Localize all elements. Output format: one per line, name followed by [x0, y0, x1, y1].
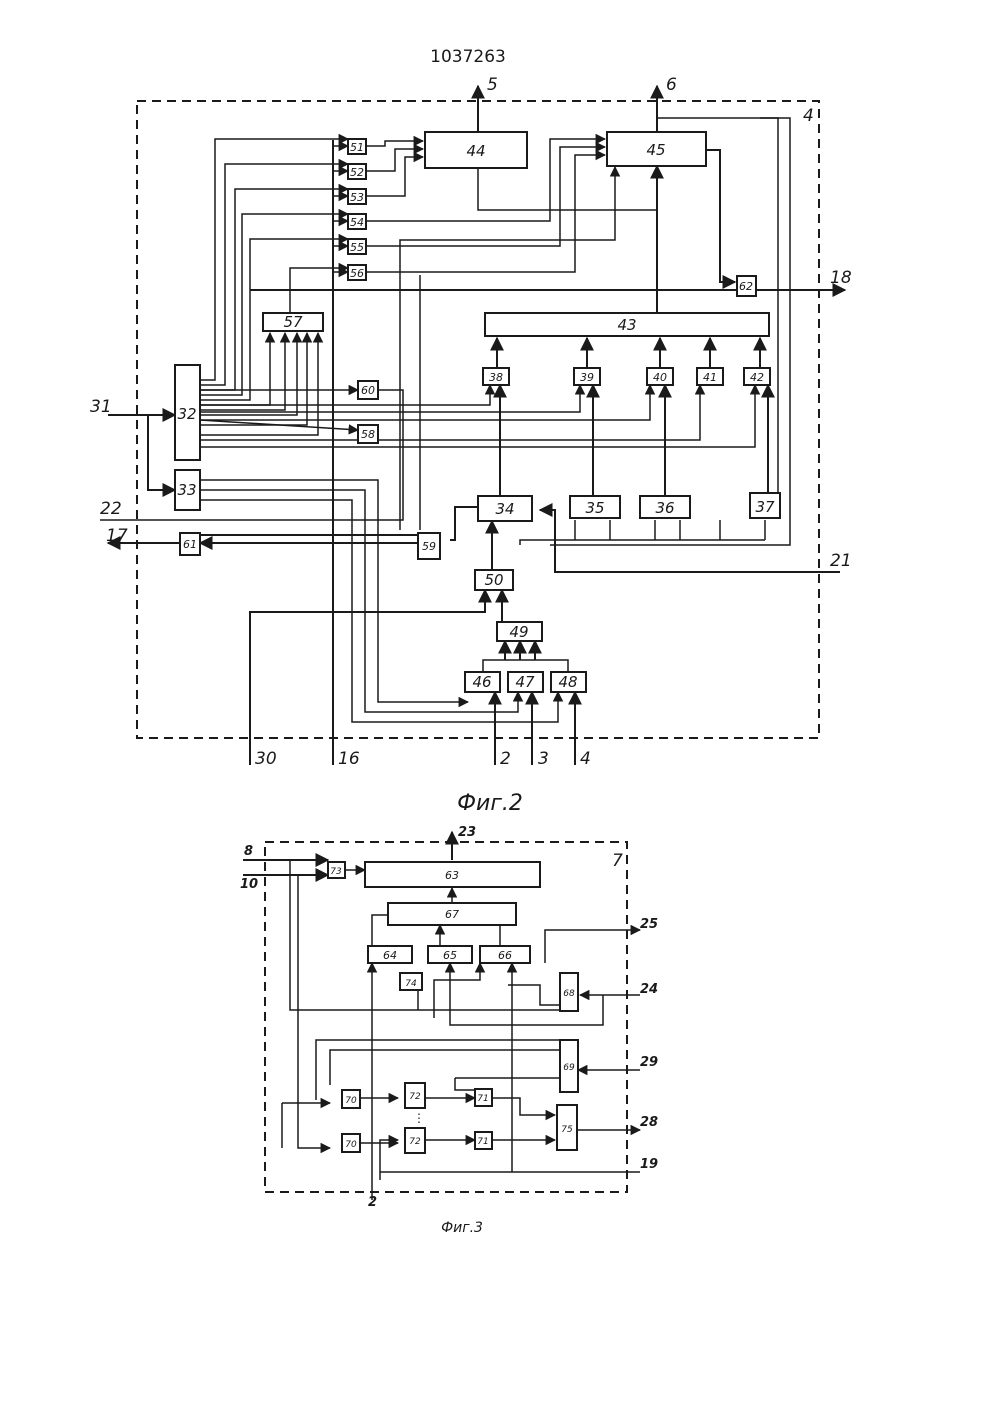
- terminal-22: 22: [100, 499, 122, 519]
- block-49-label: 49: [509, 623, 528, 641]
- block-41-label: 41: [703, 371, 717, 384]
- block-35-label: 35: [585, 499, 604, 517]
- block-52-label: 52: [350, 166, 364, 179]
- block-38-label: 38: [489, 371, 503, 384]
- terminal-19: 19: [640, 1157, 658, 1172]
- fig3-blocks: 73 63 67 64 65 66 74 68 69 75 70 70: [328, 862, 578, 1153]
- block-64-label: 64: [383, 949, 397, 962]
- block-36-label: 36: [655, 499, 674, 517]
- fig3-block-label: 7: [612, 851, 623, 871]
- terminal-29: 29: [640, 1055, 658, 1070]
- fig2-connections: [100, 86, 845, 765]
- block-68-label: 68: [563, 989, 575, 999]
- block-56-label: 56: [350, 267, 364, 280]
- block-43-label: 43: [617, 316, 636, 334]
- block-70-bottom-label: 70: [345, 1140, 357, 1150]
- block-62-label: 62: [739, 280, 753, 293]
- block-71-top-label: 71: [477, 1094, 488, 1104]
- block-46-label: 46: [472, 673, 491, 691]
- block-47-label: 47: [515, 673, 535, 691]
- fig3-caption: Фиг.3: [441, 1220, 483, 1236]
- terminal-24: 24: [640, 982, 658, 997]
- block-74-label: 74: [405, 979, 417, 989]
- fig2-caption: Фиг.2: [457, 791, 523, 816]
- terminal-21: 21: [830, 551, 852, 571]
- terminal-25: 25: [640, 917, 658, 932]
- block-63-label: 63: [445, 869, 459, 882]
- terminal-28: 28: [640, 1115, 658, 1130]
- block-69-label: 69: [563, 1063, 575, 1073]
- terminal-18: 18: [830, 268, 852, 288]
- block-32-label: 32: [177, 405, 196, 423]
- terminal-2: 2: [500, 749, 511, 769]
- block-57-label: 57: [283, 313, 303, 331]
- terminal-16: 16: [338, 749, 360, 769]
- figure-2: 4: [90, 75, 852, 816]
- block-42-label: 42: [750, 371, 764, 384]
- block-55-label: 55: [350, 241, 364, 254]
- terminal-3: 3: [538, 749, 549, 769]
- block-44-label: 44: [466, 142, 485, 160]
- block-34-label: 34: [495, 500, 514, 518]
- block-51-label: 51: [350, 141, 364, 154]
- terminal-2-fig3: 2: [368, 1195, 377, 1210]
- figure-3: 7: [240, 825, 658, 1236]
- block-33-label: 33: [177, 481, 196, 499]
- block-45-label: 45: [646, 141, 665, 159]
- fig2-terminals: 5 6 18 31 22 17 21 30 16 2 3 4: [90, 75, 852, 769]
- block-48-label: 48: [558, 673, 577, 691]
- block-75-label: 75: [561, 1125, 573, 1135]
- block-53-label: 53: [350, 191, 364, 204]
- block-72-top-label: 72: [409, 1092, 421, 1102]
- document-number: 1037263: [430, 47, 506, 67]
- block-66-label: 66: [498, 949, 512, 962]
- terminal-8: 8: [244, 844, 253, 859]
- block-58-label: 58: [361, 428, 375, 441]
- block-61-label: 61: [183, 538, 197, 551]
- block-71-bottom-label: 71: [477, 1137, 488, 1147]
- block-60-label: 60: [361, 384, 375, 397]
- block-40-label: 40: [653, 371, 667, 384]
- fig2-block-label: 4: [803, 106, 814, 126]
- block-59-label: 59: [422, 540, 436, 553]
- block-70-top-label: 70: [345, 1096, 357, 1106]
- terminal-17: 17: [106, 526, 128, 546]
- terminal-23: 23: [458, 825, 476, 840]
- block-72-bottom-label: 72: [409, 1137, 421, 1147]
- block-50-label: 50: [484, 571, 503, 589]
- ellipsis-dots: ⋮: [413, 1111, 425, 1125]
- terminal-31: 31: [90, 397, 112, 417]
- block-73-label: 73: [330, 867, 342, 877]
- block-39-label: 39: [580, 371, 594, 384]
- terminal-5: 5: [487, 75, 498, 95]
- terminal-10: 10: [240, 877, 258, 892]
- terminal-4: 4: [580, 749, 591, 769]
- block-65-label: 65: [443, 949, 457, 962]
- terminal-30: 30: [255, 749, 277, 769]
- terminal-6: 6: [666, 75, 677, 95]
- block-37-label: 37: [755, 498, 775, 516]
- block-67-label: 67: [445, 908, 459, 921]
- block-54-label: 54: [350, 216, 364, 229]
